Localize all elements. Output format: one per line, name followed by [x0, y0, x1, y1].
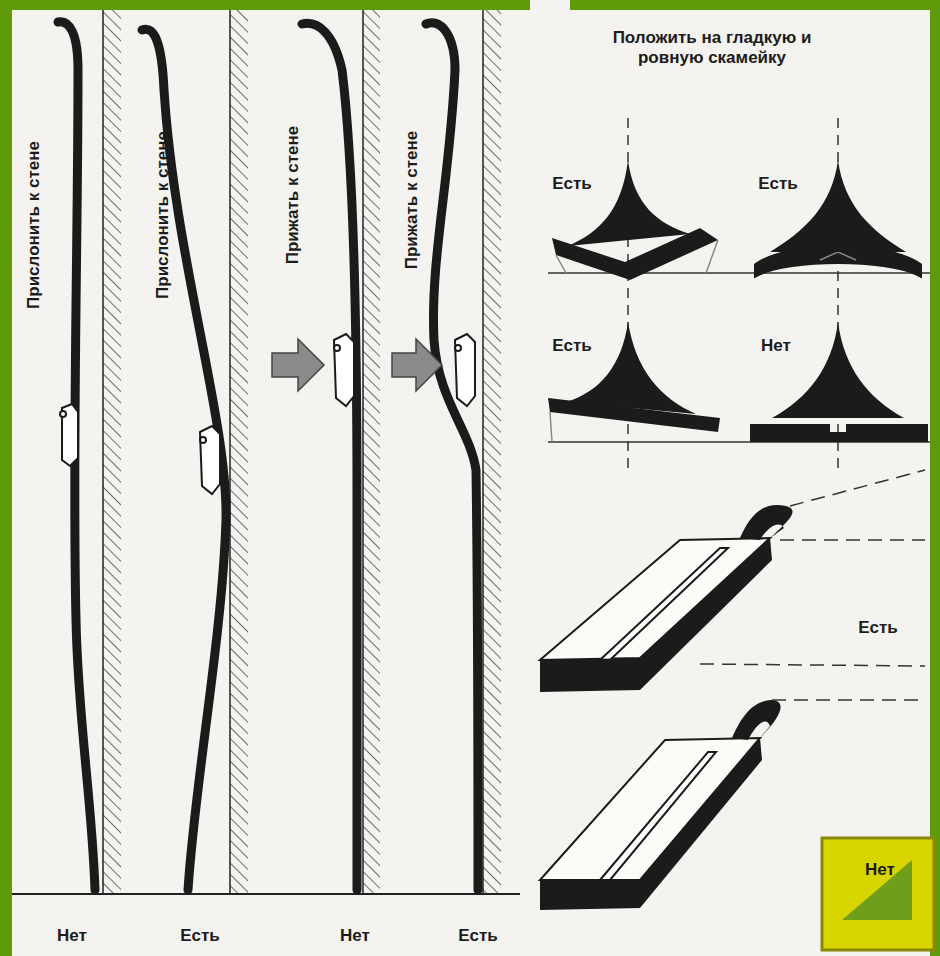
verdict: Есть [458, 926, 498, 946]
paper-gap [530, 0, 570, 10]
verdict: Нет [865, 860, 895, 880]
verdict: Есть [552, 336, 592, 356]
skis [58, 22, 478, 890]
ski-sections [548, 160, 928, 442]
floor-line [12, 893, 520, 895]
verdict: Есть [858, 618, 898, 638]
leader-dashes [700, 470, 925, 700]
instruction: Прислонить к стене [153, 131, 173, 299]
heading: Положить на гладкую и ровную скамейку [592, 28, 832, 69]
benches [548, 273, 930, 442]
nav-button [822, 838, 934, 950]
verdict: Есть [758, 174, 798, 194]
verdict: Нет [57, 926, 87, 946]
push-arrows [272, 339, 442, 391]
ski-tips [540, 505, 793, 910]
paper [12, 10, 930, 956]
instruction: Прижать к стене [402, 131, 422, 269]
verdict: Нет [761, 336, 791, 356]
verdict: Есть [180, 926, 220, 946]
walls [103, 10, 501, 894]
verdict: Есть [552, 174, 592, 194]
instruction: Прислонить к стене [24, 141, 44, 309]
bindings [60, 334, 475, 494]
instruction: Прижать к стене [283, 126, 303, 264]
verdict: Нет [340, 926, 370, 946]
